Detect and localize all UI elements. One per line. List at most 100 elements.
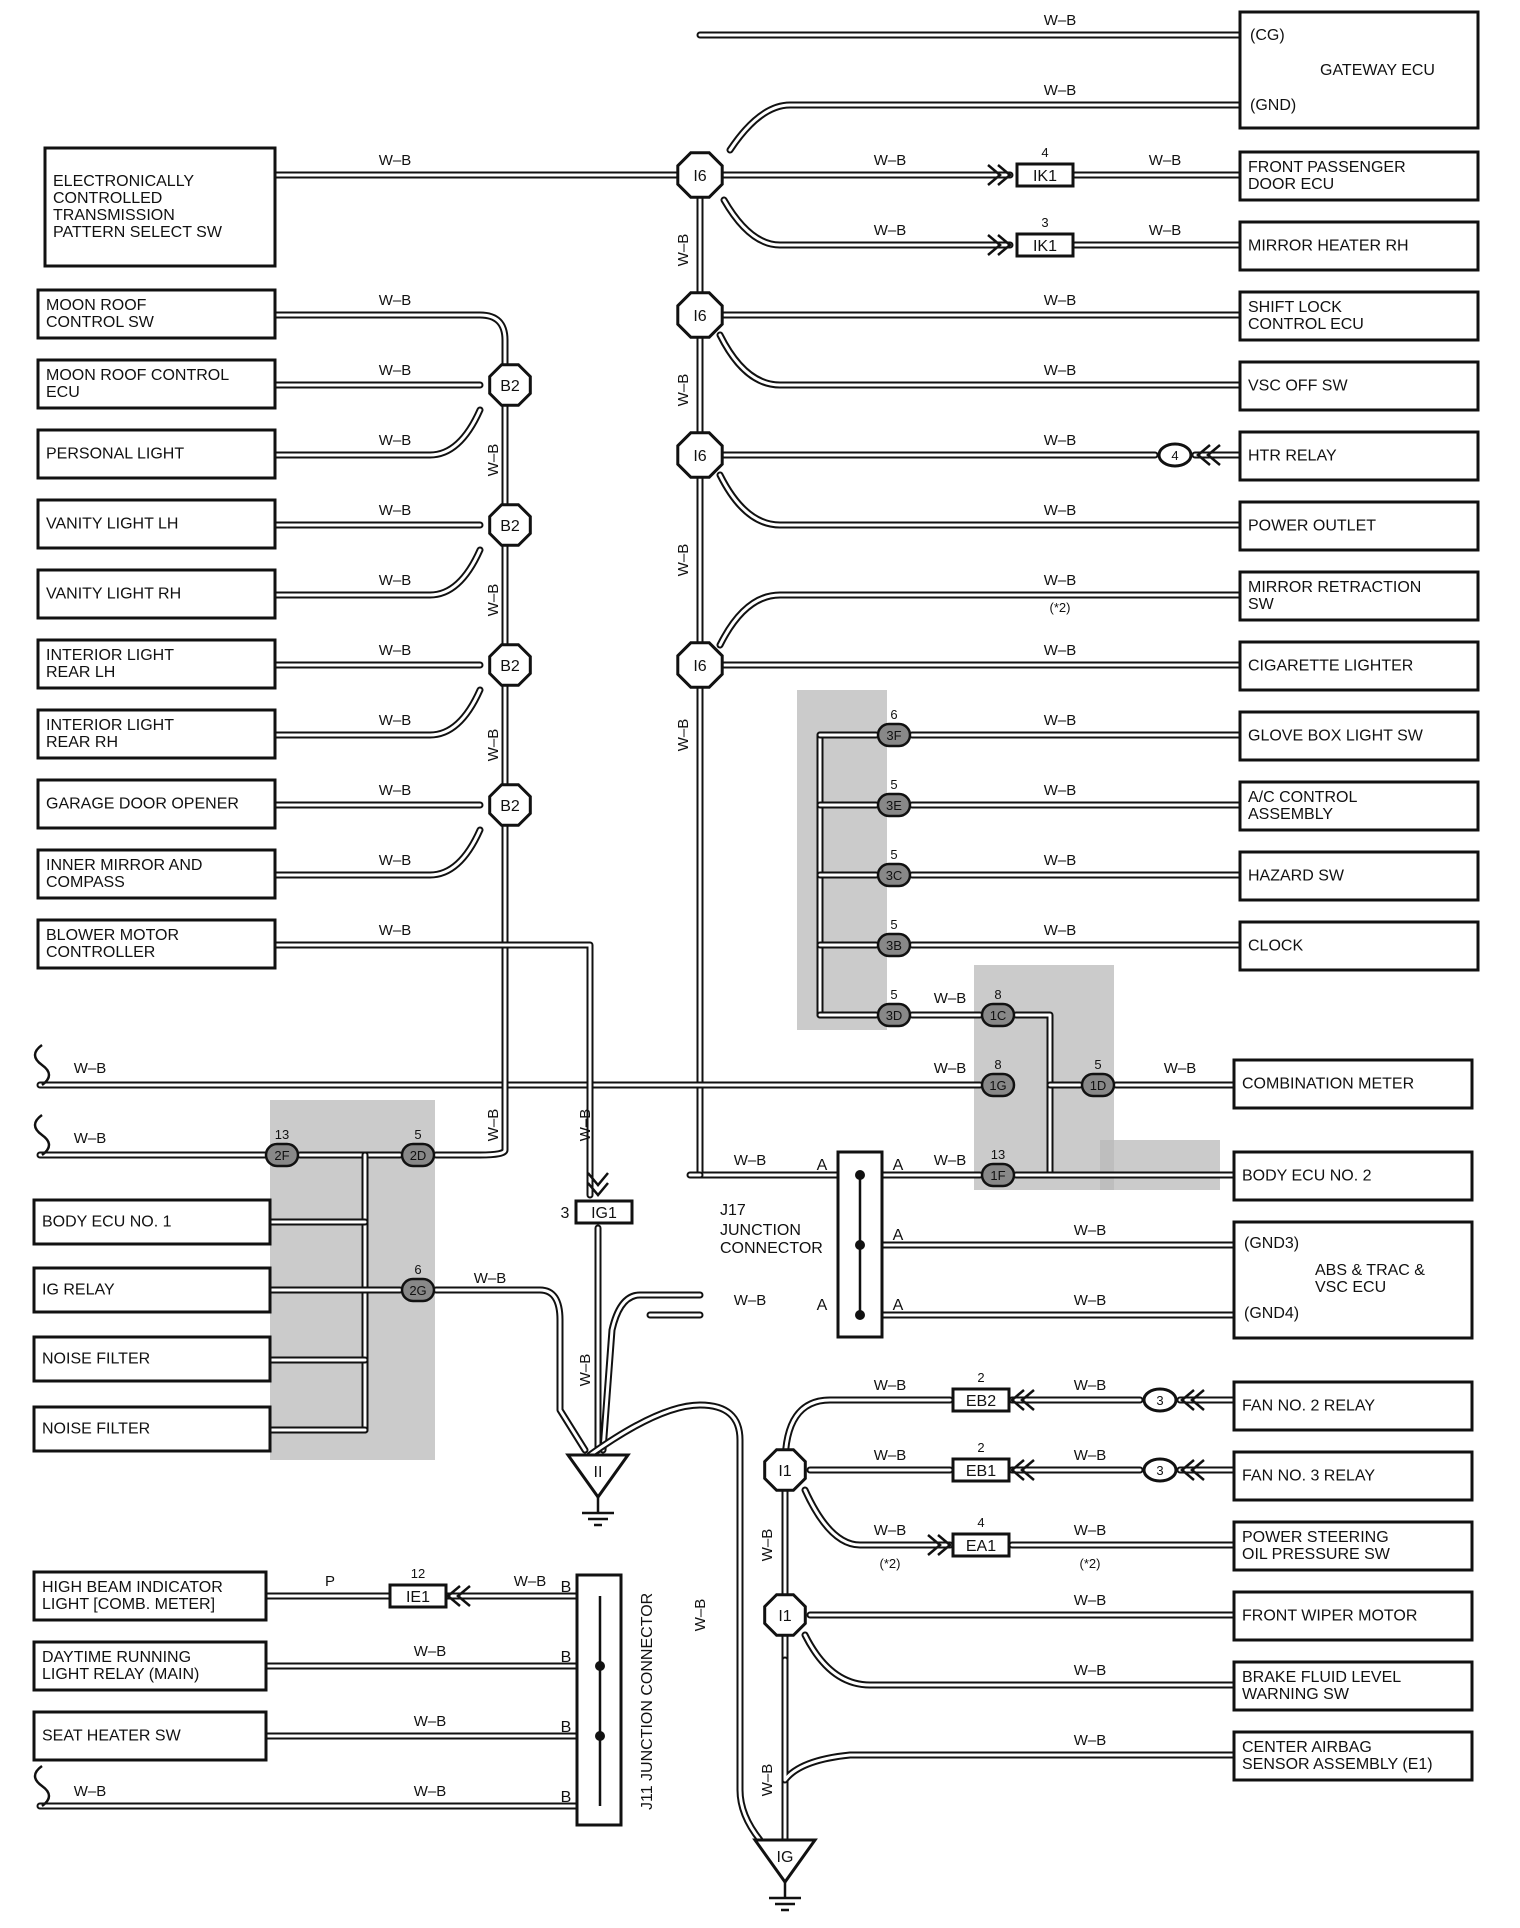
interior-light-rear-lh-text: REAR LH [46,664,115,681]
abs-gnd3-terminal: (GND3) [1244,1235,1299,1252]
splice-i1-1: I1 [763,1448,807,1492]
note-mark: (*2) [880,1556,901,1571]
wire-color-label: W–B [1074,1222,1107,1239]
connector-1f-shape [980,1162,1016,1188]
connector-3e: 3E5 [876,777,912,818]
connector-3c-pin: 5 [890,847,897,862]
connector-ig1: IG1 [574,1199,634,1225]
fan3-relay-pin-shape [1142,1457,1178,1483]
seat-heater-sw: SEAT HEATER SW [32,1710,268,1762]
mirror-wire-core [273,828,482,877]
wire-color-label: W–B [934,990,967,1007]
connector-3d: 3D5 [876,987,912,1028]
vanity-light-lh-text: VANITY LIGHT LH [46,516,178,533]
wire-color-label: W–B [379,292,412,309]
1x-bus-core [1014,1013,1052,1177]
wire-color-label: W–B [1149,152,1182,169]
splice-i1-1-shape [763,1448,807,1492]
gateway-ecu-name: GATEWAY ECU [1320,62,1435,79]
gateway-gnd-wire-core [728,103,1242,152]
garage-door-opener-text: GARAGE DOOR OPENER [46,796,239,813]
mirror-retraction-wire [716,591,1244,649]
connector-2d-pin: 5 [414,1127,421,1142]
connector-1d: 1D5 [1080,1057,1116,1098]
moon-roof-control-sw-text: CONTROL SW [46,314,155,331]
connector-3e-id: 3E [886,798,902,813]
daytime-running-light-relay-text: LIGHT RELAY (MAIN) [42,1666,199,1683]
wire-break-icon [33,1043,51,1087]
hazard-sw-text: HAZARD SW [1248,868,1345,885]
j11-pin-b: B [561,1649,572,1666]
vanity-rh-wire-core [273,548,482,597]
wire-color-label: W–B [874,1377,907,1394]
gateway-cg-terminal: (CG) [1250,27,1285,44]
noise-filter-2-text: NOISE FILTER [42,1421,150,1438]
fan3-relay-pin: 3 [1142,1457,1178,1483]
j17-pin-a: A [817,1297,828,1314]
wire-color-label: W–B [1074,1522,1107,1539]
connector-ie1-shape [388,1583,448,1609]
connector-eb2-id: EB2 [966,1393,996,1410]
j17-dot [855,1240,865,1250]
connector-3c-id: 3C [886,868,903,883]
front-wiper-motor: FRONT WIPER MOTOR [1232,1590,1474,1642]
htr-relay-pin-shape [1157,442,1193,468]
ac-control-assembly-text: A/C CONTROL [1248,789,1357,806]
body-ecu-no-1-text: BODY ECU NO. 1 [42,1214,172,1231]
noise-filter-2: NOISE FILTER [32,1405,272,1453]
shift-lock-control-ecu-frame [1238,290,1480,342]
ectps-switch-text: ELECTRONICALLY [53,173,194,190]
noise-filter-2-frame [32,1405,272,1453]
wire-color-label: W–B [874,1522,907,1539]
glove-box-light-sw: GLOVE BOX LIGHT SW [1238,710,1480,762]
wire-color-label: W–B [1044,782,1077,799]
splice-i6-4: I6 [676,641,724,689]
wire-color-label: W–B [1044,12,1077,29]
brake-wire [801,1631,1238,1689]
gateway-ecu: (CG)GATEWAY ECU(GND) [1238,10,1480,130]
j11-pin-b: B [561,1789,572,1806]
connector-1d-pin: 5 [1094,1057,1101,1072]
front-wiper-motor-frame [1232,1590,1474,1642]
j11-pin-b: B [561,1579,572,1596]
connector-ig1-shape [574,1199,634,1225]
combination-meter-text: COMBINATION METER [1242,1076,1414,1093]
wire-color-label: W–B [379,152,412,169]
moon-roof-control-sw-frame [36,288,277,340]
personal-light: PERSONAL LIGHT [36,428,277,480]
connector-3f: 3F6 [876,707,912,748]
wire-color-label-vertical: W–B [577,1354,594,1387]
connector-ik1-3-pin: 3 [1041,215,1048,230]
wire-color-label: W–B [474,1270,507,1287]
wire-color-label: W–B [414,1713,447,1730]
high-beam-indicator-light-text: LIGHT [COMB. METER] [42,1596,215,1613]
gateway-gnd-wire [726,101,1244,154]
gateway-ecu-frame [1238,10,1480,130]
brake-fluid-level-warning-sw-text: BRAKE FLUID LEVEL [1242,1669,1401,1686]
connector-3b-id: 3B [886,938,902,953]
combination-meter-frame [1232,1058,1474,1110]
ac-control-assembly-text: ASSEMBLY [1248,806,1333,823]
front-passenger-door-ecu-frame [1238,150,1480,202]
j17-pin-a: A [893,1297,904,1314]
j17-pin-a: A [817,1157,828,1174]
abs-gnd4-terminal: (GND4) [1244,1305,1299,1322]
mirror-heater-rh-text: MIRROR HEATER RH [1248,238,1409,255]
shift-lock-control-ecu-text: CONTROL ECU [1248,316,1364,333]
connector-eb1-shape [951,1457,1011,1483]
connector-1d-shape [1080,1072,1116,1098]
connector-ik1-4-id: IK1 [1033,168,1057,185]
wire-color-label: W–B [1044,712,1077,729]
splice-i6-4-label: I6 [693,658,706,675]
fan-no-3-relay-text: FAN NO. 3 RELAY [1242,1468,1375,1485]
components: ELECTRONICALLYCONTROLLEDTRANSMISSIONPATT… [32,10,1480,1912]
garage-door-opener: GARAGE DOOR OPENER [36,778,277,830]
ground-ii-symbol [582,1497,614,1527]
power-steering-oil-pressure-sw-text: OIL PRESSURE SW [1242,1546,1391,1563]
